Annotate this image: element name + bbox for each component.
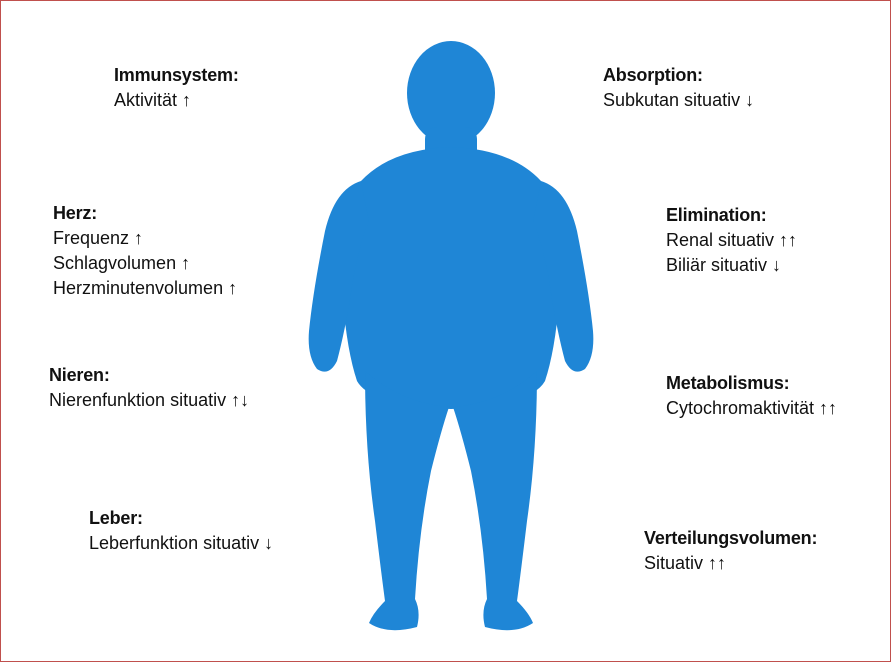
herz-line-3: Herzminutenvolumen ↑ [53, 276, 237, 301]
heading-leber: Leber: [89, 506, 273, 531]
metabolismus-line-1: Cytochromaktivität ↑↑ [666, 396, 837, 421]
label-absorption: Absorption: Subkutan situativ ↓ [603, 63, 754, 113]
label-herz: Herz: Frequenz ↑ Schlagvolumen ↑ Herzmin… [53, 201, 237, 301]
heading-immunsystem: Immunsystem: [114, 63, 239, 88]
herz-line-1: Frequenz ↑ [53, 226, 237, 251]
label-immunsystem: Immunsystem: Aktivität ↑ [114, 63, 239, 113]
heading-verteilungsvolumen: Verteilungsvolumen: [644, 526, 817, 551]
absorption-line-1: Subkutan situativ ↓ [603, 88, 754, 113]
human-silhouette-icon [291, 31, 611, 641]
label-verteilungsvolumen: Verteilungsvolumen: Situativ ↑↑ [644, 526, 817, 576]
leber-line-1: Leberfunktion situativ ↓ [89, 531, 273, 556]
elimination-line-2: Biliär situativ ↓ [666, 253, 797, 278]
heading-nieren: Nieren: [49, 363, 249, 388]
nieren-line-1: Nierenfunktion situativ ↑↓ [49, 388, 249, 413]
heading-absorption: Absorption: [603, 63, 754, 88]
herz-line-2: Schlagvolumen ↑ [53, 251, 237, 276]
verteilungsvolumen-line-1: Situativ ↑↑ [644, 551, 817, 576]
heading-herz: Herz: [53, 201, 237, 226]
heading-elimination: Elimination: [666, 203, 797, 228]
immunsystem-line-1: Aktivität ↑ [114, 88, 239, 113]
label-elimination: Elimination: Renal situativ ↑↑ Biliär si… [666, 203, 797, 278]
label-nieren: Nieren: Nierenfunktion situativ ↑↓ [49, 363, 249, 413]
heading-metabolismus: Metabolismus: [666, 371, 837, 396]
label-leber: Leber: Leberfunktion situativ ↓ [89, 506, 273, 556]
elimination-line-1: Renal situativ ↑↑ [666, 228, 797, 253]
label-metabolismus: Metabolismus: Cytochromaktivität ↑↑ [666, 371, 837, 421]
